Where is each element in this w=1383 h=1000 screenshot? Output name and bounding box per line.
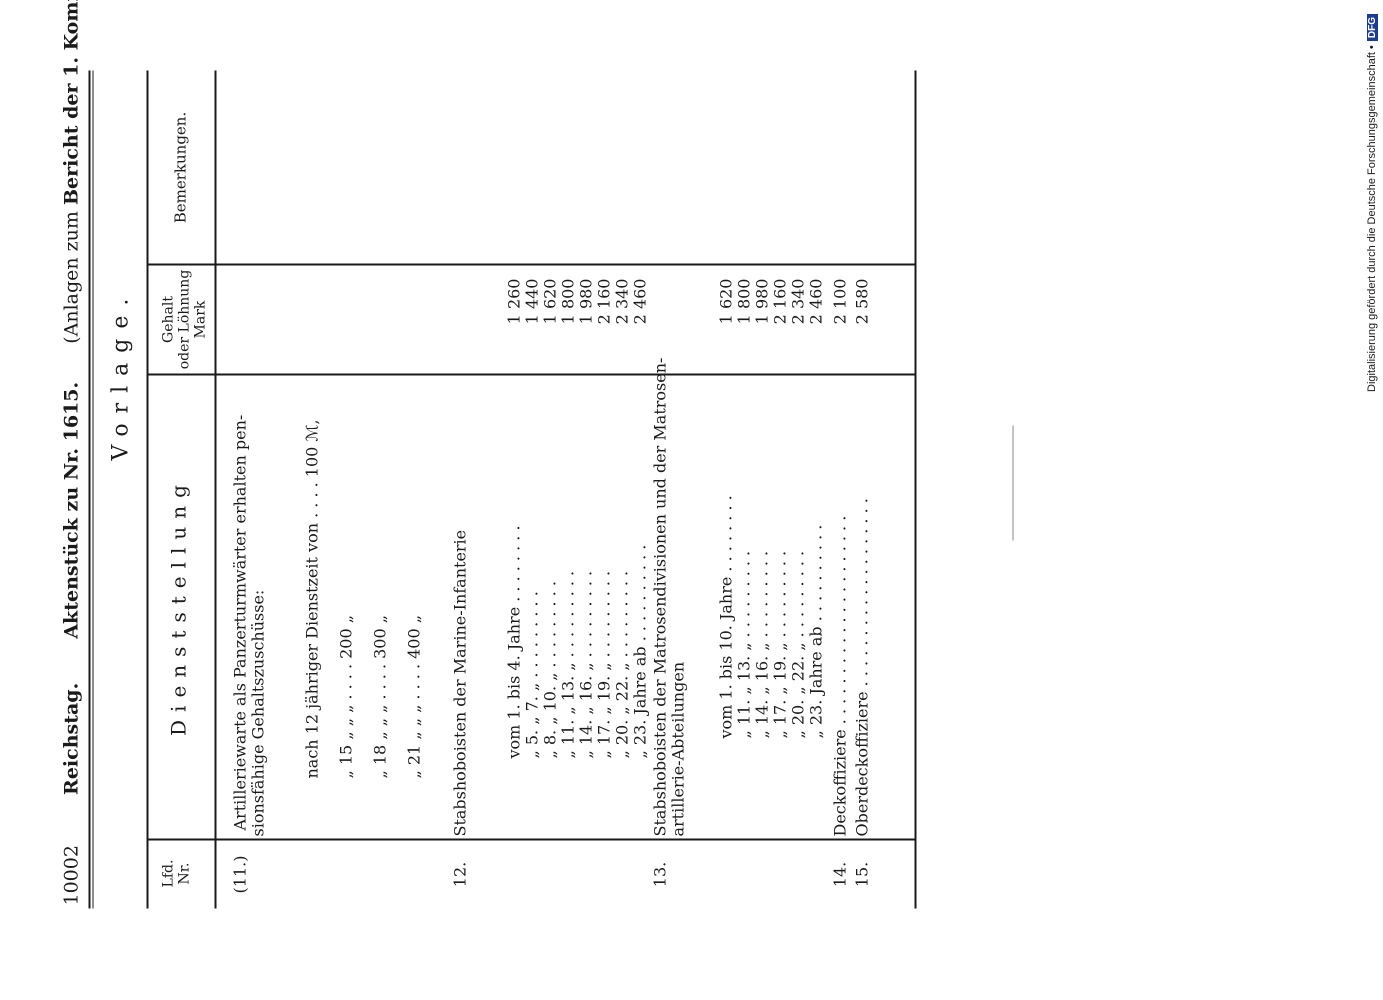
row-gehalt: 1 800 — [558, 278, 577, 324]
row-text: „ 23. Jahre ab . . . . . . . . . . — [630, 544, 649, 758]
row-text: Stabshoboisten der Matrosendivisionen un… — [650, 357, 669, 836]
header-rule-thin — [92, 70, 93, 908]
row-text: „ 14. „ 16. „ . . . . . . . . . — [752, 550, 771, 738]
row-text: „ 11. „ 13. „ . . . . . . . . . — [558, 570, 577, 758]
row-text: „ 18 „ „ „ . . . . 300 „ — [370, 614, 389, 778]
row-text: „ 14. „ 16. „ . . . . . . . . . — [576, 570, 595, 758]
header-bericht: Bericht der 1. Kommission.) — [60, 0, 82, 205]
header-aktenstueck: Aktenstück zu Nr. 1615. — [60, 381, 82, 639]
page-header: 10002 Reichstag. Aktenstück zu Nr. 1615.… — [60, 0, 82, 905]
row-gehalt: 1 800 — [734, 278, 753, 324]
row-text: „ 15 „ „ „ . . . . 200 „ — [336, 614, 355, 778]
row-gehalt: 2 460 — [806, 278, 825, 324]
row-text: vom 1. bis 4. Jahre . . . . . . . . — [504, 524, 523, 758]
row-text: „ 20. „ 22. „ . . . . . . . . . — [612, 570, 631, 758]
row-text: „ 8. „ 10. „ . . . . . . . . . — [540, 580, 559, 758]
row-nr: (11.) — [230, 855, 249, 893]
table-bottom-rule — [914, 70, 916, 908]
col-header-bemerkungen: Bemerkungen. — [171, 111, 189, 223]
row-gehalt: 1 620 — [540, 278, 559, 324]
row-text: Oberdeckoffiziere . . . . . . . . . . . … — [852, 497, 871, 836]
row-text: Stabshoboisten der Marine-Infanterie — [450, 529, 469, 836]
row-nr: 15. — [852, 861, 871, 887]
col-header-lfd: Lfd. Nr. — [160, 859, 192, 887]
row-text: „ 11. „ 13. „ . . . . . . . . . — [734, 550, 753, 738]
row-text: nach 12 jähriger Dienstzeit von . . . . … — [302, 418, 321, 778]
row-text: sionsfähige Gehaltszuschüsse: — [248, 589, 267, 836]
row-text: „ 21 „ „ „ . . . . 400 „ — [404, 614, 423, 778]
row-gehalt: 1 260 — [504, 278, 523, 324]
row-text: „ 20. „ 22. „ . . . . . . . . . — [788, 550, 807, 738]
dfg-credit: Digitalisierung gefördert durch die Deut… — [1366, 14, 1378, 392]
header-rule — [88, 70, 90, 908]
dfg-credit-text: Digitalisierung gefördert durch die Deut… — [1366, 45, 1378, 392]
dfg-logo-icon: DFG — [1367, 14, 1378, 42]
page-title: Vorlage. — [108, 288, 133, 460]
table-head-rule — [214, 70, 216, 908]
row-text: Artilleriewarte als Panzerturmwärter erh… — [230, 414, 249, 830]
row-gehalt: 2 460 — [630, 278, 649, 324]
col-header-dienst: Dienststellung — [166, 476, 190, 736]
header-reichstag: Reichstag. — [60, 682, 82, 795]
col-header-gehalt: Gehalt oder Löhnung Mark — [160, 269, 208, 369]
row-text: artillerie-Abteilungen — [668, 661, 687, 836]
row-gehalt: 2 340 — [788, 278, 807, 324]
row-gehalt: 1 980 — [576, 278, 595, 324]
row-text: „ 17. „ 19. „ . . . . . . . . . — [594, 570, 613, 758]
row-text: „ 5. „ 7. „ . . . . . . . . . — [522, 590, 541, 758]
row-gehalt: 2 340 — [612, 278, 631, 324]
row-text: „ 23. Jahre ab . . . . . . . . . . — [806, 524, 825, 738]
row-gehalt: 2 160 — [770, 278, 789, 324]
table-body: (11.) Artilleriewarte als Panzerturmwärt… — [230, 70, 920, 908]
row-gehalt: 1 620 — [716, 278, 735, 324]
row-nr: 14. — [830, 861, 849, 887]
row-gehalt: 1 980 — [752, 278, 771, 324]
row-text: Deckoffiziere . . . . . . . . . . . . . … — [830, 515, 849, 836]
row-gehalt: 2 160 — [594, 278, 613, 324]
row-text: vom 1. bis 10. Jahre . . . . . . . . — [716, 494, 735, 738]
table-top-rule — [146, 70, 148, 908]
row-gehalt: 2 580 — [852, 278, 871, 324]
page-number: 10002 — [60, 844, 82, 905]
row-gehalt: 2 100 — [830, 278, 849, 324]
stray-line — [1012, 425, 1013, 540]
row-gehalt: 1 440 — [522, 278, 541, 324]
row-nr: 12. — [450, 861, 469, 887]
row-text: „ 17. „ 19. „ . . . . . . . . . — [770, 550, 789, 738]
row-nr: 13. — [650, 861, 669, 887]
header-anlagen: (Anlagen zum — [60, 210, 82, 344]
